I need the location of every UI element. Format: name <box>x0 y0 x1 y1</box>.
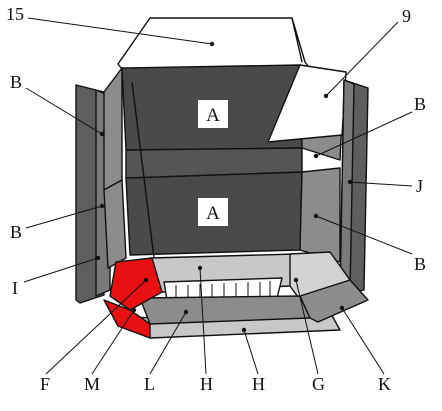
front-rail-right <box>299 279 369 323</box>
label-m: M <box>84 374 100 394</box>
label-j: J <box>416 176 423 196</box>
label-15: 15 <box>6 4 24 24</box>
glass-edge-line-right <box>291 17 303 63</box>
label-i: I <box>12 278 18 298</box>
label-f: F <box>40 374 50 394</box>
label-b-left-upper: B <box>10 72 22 92</box>
label-b-right-upper: B <box>414 94 426 114</box>
label-g: G <box>312 374 325 394</box>
left-corner-brick-lower <box>103 299 151 339</box>
leader-lines <box>23 17 413 375</box>
plate-upper-label: A <box>206 105 220 126</box>
label-k: K <box>378 374 391 394</box>
plate-lower-label-box <box>198 198 228 226</box>
label-b-left-middle: B <box>10 222 22 242</box>
right-deflector-plate <box>267 64 347 143</box>
label-h-2: H <box>252 374 265 394</box>
label-9: 9 <box>402 6 411 26</box>
left-side-panel-lower <box>103 179 127 269</box>
left-corner-brick-upper <box>109 257 163 311</box>
label-b-right-lower: B <box>414 254 426 274</box>
label-h-1: H <box>200 374 213 394</box>
right-side-panel-lower <box>299 167 341 263</box>
label-l: L <box>144 374 155 394</box>
left-side-panel-upper <box>103 67 123 191</box>
glass-edge-line <box>131 81 155 259</box>
leader-dots <box>95 41 353 333</box>
plate-upper-label-box <box>198 100 228 128</box>
plate-lower-label: A <box>206 203 220 224</box>
back-panel-middle-band <box>125 147 303 179</box>
